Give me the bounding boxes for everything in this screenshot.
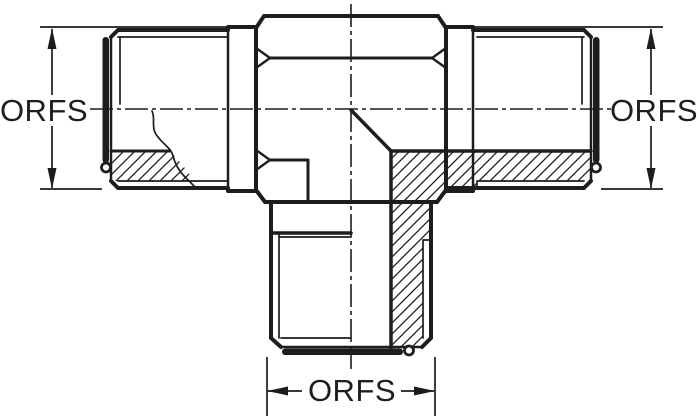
section-hatching	[111, 151, 591, 347]
left-port-outline	[109, 25, 258, 193]
bottom-port	[269, 200, 433, 357]
dimension-label-bottom: ORFS	[308, 373, 396, 408]
hex-flat-bottom-line	[268, 158, 310, 204]
dimension-label-right: ORFS	[610, 93, 698, 128]
left-port-break-line	[151, 110, 197, 189]
hex-chamfer-arc-bottom-left	[254, 148, 273, 172]
dimension-bottom: ORFS	[266, 357, 436, 416]
left-port-thread-minor-lines	[117, 36, 229, 182]
right-port-oring-edge	[593, 37, 600, 163]
dimension-right-extension-lines	[449, 26, 663, 190]
bottom-port-oring-edge	[282, 348, 403, 355]
bore-junction-chamfer	[349, 108, 393, 153]
dimension-left-extension-lines	[40, 26, 253, 190]
dimension-left: ORFS	[0, 26, 253, 190]
hex-chamfer-arc-top-left	[254, 46, 273, 70]
bottom-port-oring-section	[403, 344, 415, 357]
left-port-oring-section	[100, 161, 112, 174]
dimension-bottom-arrow-left	[267, 386, 288, 396]
hex-outline	[254, 14, 448, 204]
left-port-oring-edge	[102, 37, 109, 163]
left-port	[100, 25, 258, 193]
right-port-oring-section	[590, 161, 602, 174]
dimension-bottom-arrow-right	[414, 386, 435, 396]
hex-chamfer-arc-top-right	[429, 46, 448, 70]
internal-bore	[349, 108, 393, 350]
dimension-label-left: ORFS	[0, 93, 88, 128]
right-port-thread-minor-lines	[476, 36, 585, 189]
hatch-left-port-section	[111, 151, 193, 181]
dimension-bottom-extension-lines	[266, 357, 436, 416]
dimension-left-arrow-down	[47, 168, 57, 189]
hatch-right-and-bottom-section	[391, 151, 591, 347]
bottom-port-thread-minor-lines	[278, 232, 432, 339]
dimension-left-arrow-up	[47, 28, 57, 49]
bottom-port-outline	[269, 200, 433, 349]
hex-body	[254, 14, 448, 204]
dimension-right-arrow-up	[646, 28, 656, 49]
dimension-right: ORFS	[449, 26, 698, 190]
dimension-right-arrow-down	[646, 168, 656, 189]
